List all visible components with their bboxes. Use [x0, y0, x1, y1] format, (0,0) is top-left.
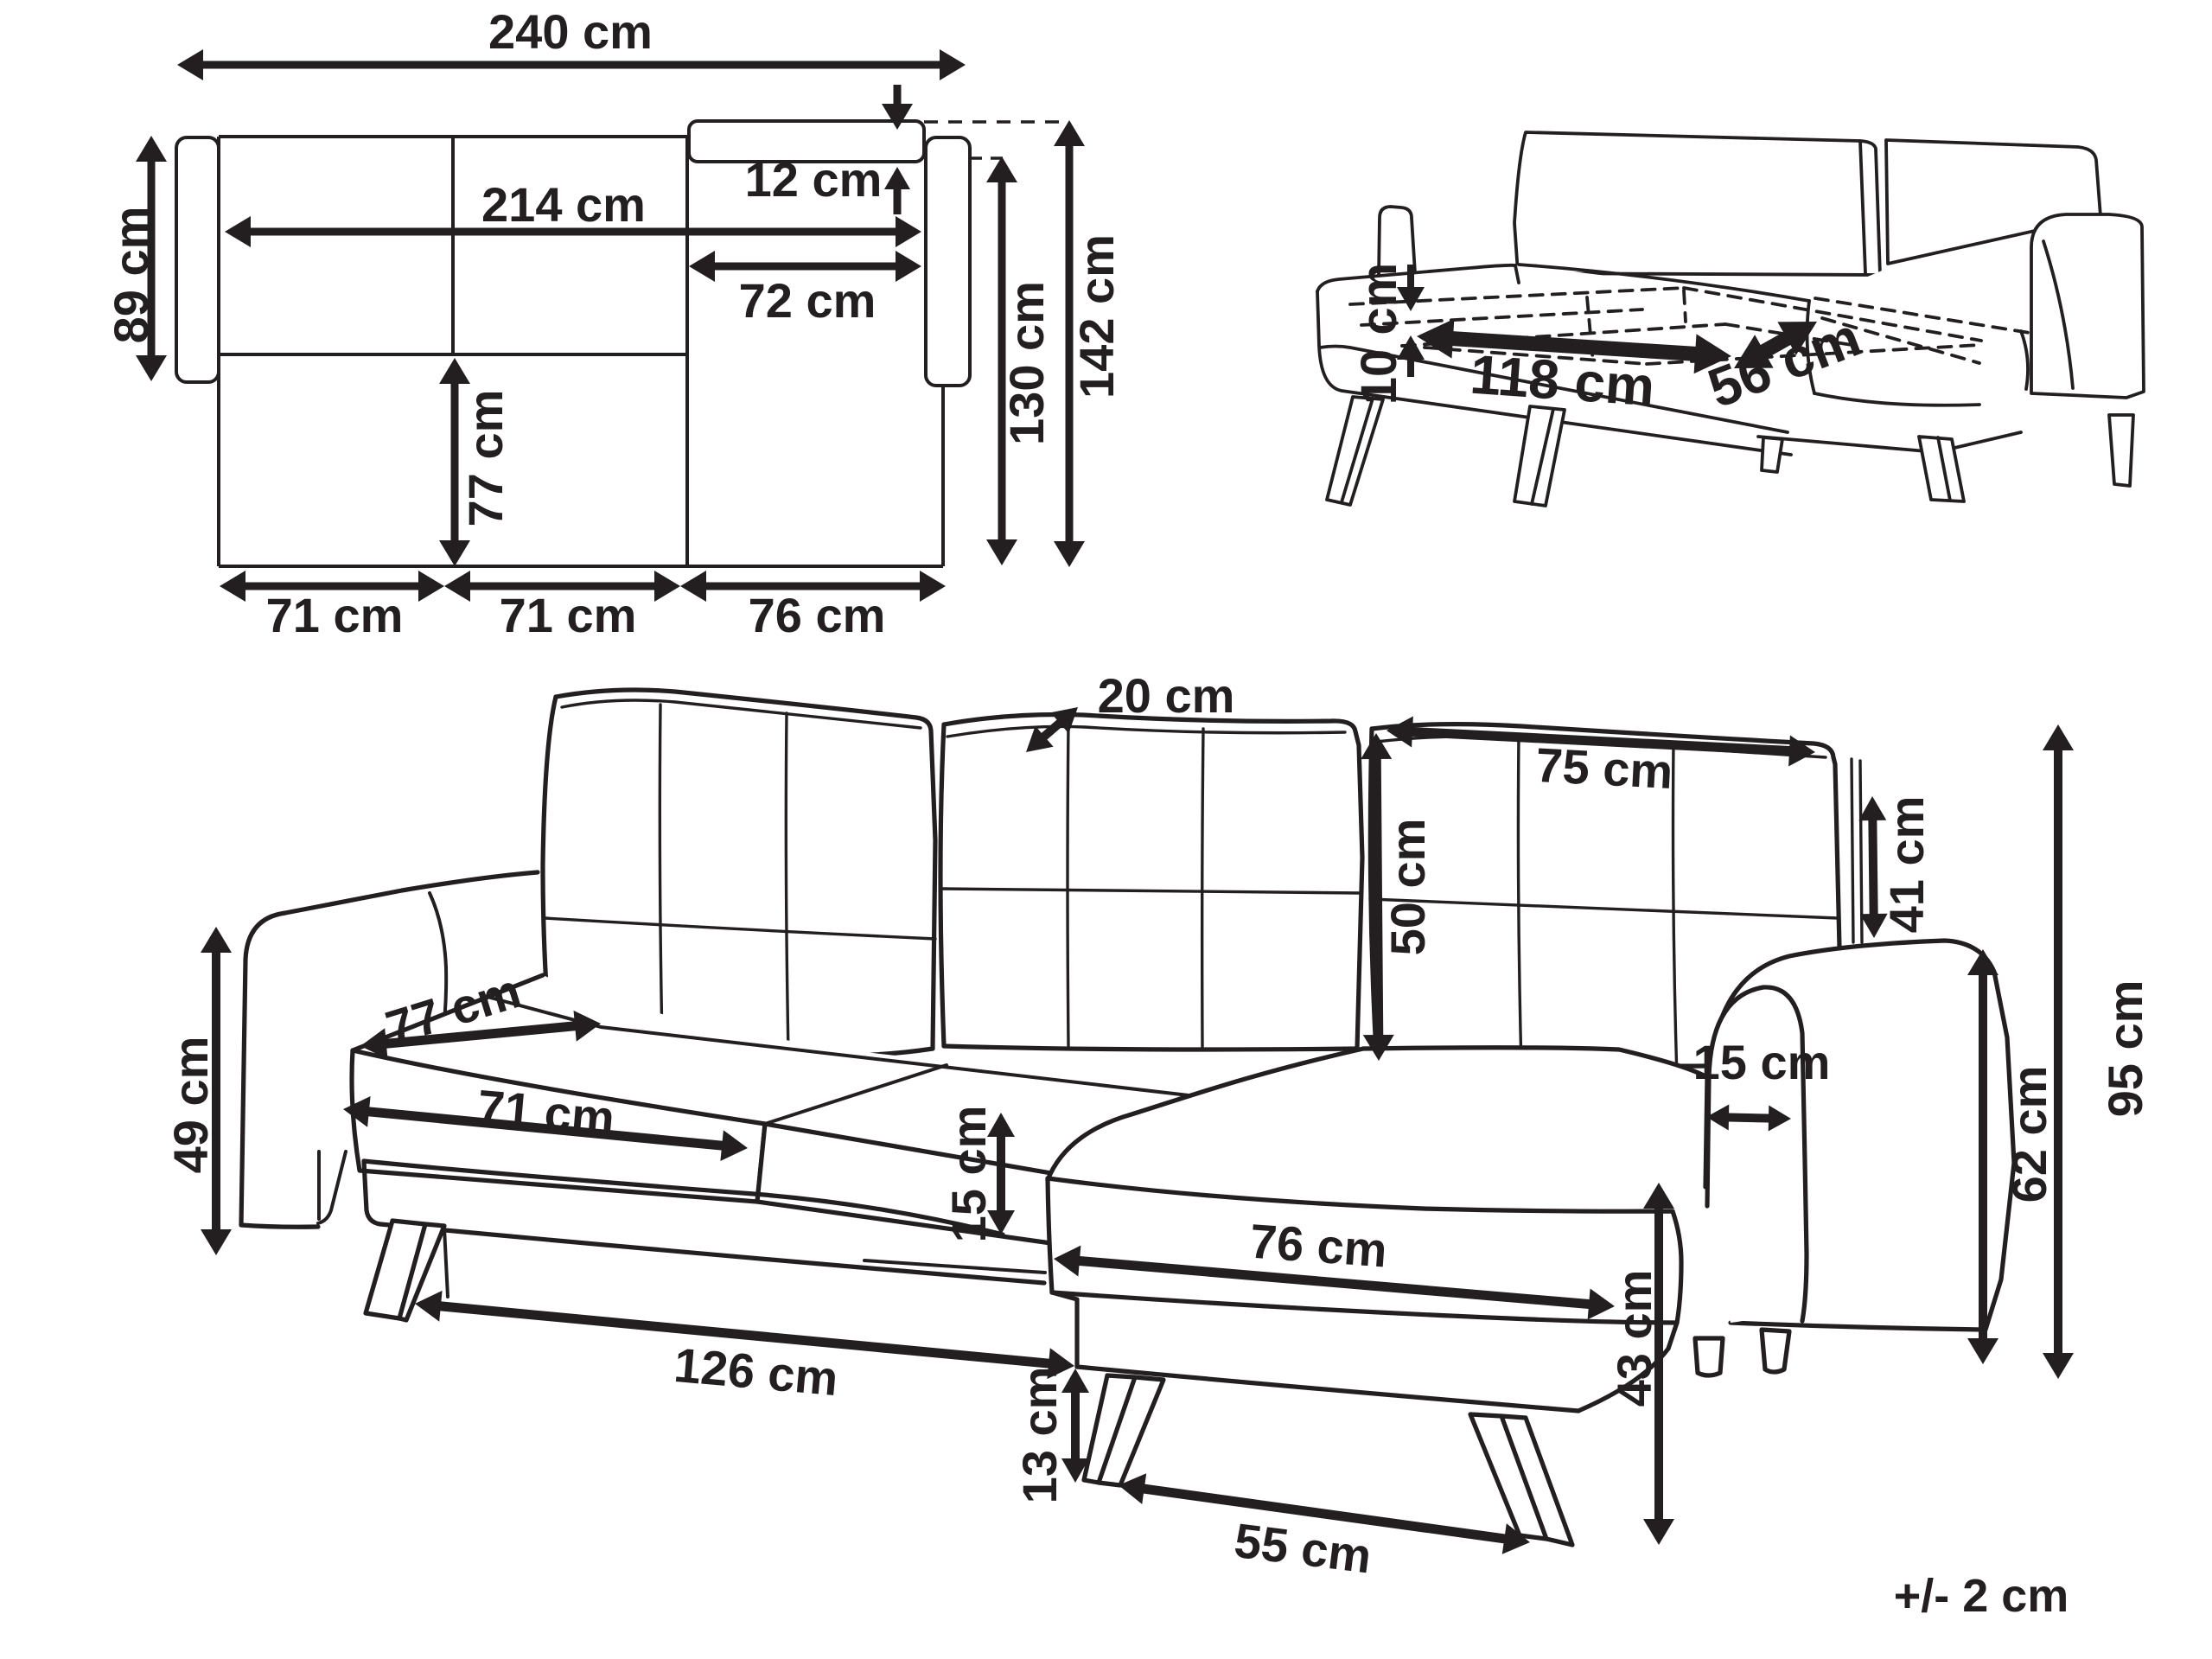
svg-text:43 cm: 43 cm [1607, 1270, 1661, 1407]
svg-text:13 cm: 13 cm [1012, 1367, 1067, 1504]
svg-text:12 cm: 12 cm [745, 152, 883, 207]
svg-text:15 cm: 15 cm [941, 1106, 996, 1243]
svg-text:49 cm: 49 cm [163, 1037, 218, 1174]
svg-text:75 cm: 75 cm [1534, 737, 1674, 799]
svg-text:15 cm: 15 cm [1693, 1035, 1831, 1089]
svg-text:71 cm: 71 cm [500, 588, 637, 642]
svg-text:71 cm: 71 cm [475, 1079, 617, 1145]
svg-text:89 cm: 89 cm [104, 207, 158, 344]
svg-text:72 cm: 72 cm [739, 273, 877, 328]
svg-text:95 cm: 95 cm [2098, 980, 2152, 1118]
svg-text:50 cm: 50 cm [1380, 819, 1435, 956]
svg-text:10 cm: 10 cm [1351, 263, 1407, 405]
svg-text:130 cm: 130 cm [999, 281, 1054, 445]
svg-text:76 cm: 76 cm [749, 588, 886, 642]
svg-text:214 cm: 214 cm [481, 177, 646, 232]
svg-text:+/- 2 cm: +/- 2 cm [1894, 1570, 2069, 1622]
svg-text:77 cm: 77 cm [458, 390, 513, 527]
svg-text:20 cm: 20 cm [1098, 668, 1235, 723]
svg-text:71 cm: 71 cm [266, 588, 404, 642]
svg-text:41 cm: 41 cm [1879, 796, 1934, 934]
svg-text:62 cm: 62 cm [2002, 1066, 2056, 1203]
svg-text:118 cm: 118 cm [1469, 343, 1657, 418]
svg-text:240 cm: 240 cm [488, 4, 653, 59]
svg-text:142 cm: 142 cm [1069, 234, 1124, 399]
svg-text:76 cm: 76 cm [1248, 1214, 1389, 1278]
